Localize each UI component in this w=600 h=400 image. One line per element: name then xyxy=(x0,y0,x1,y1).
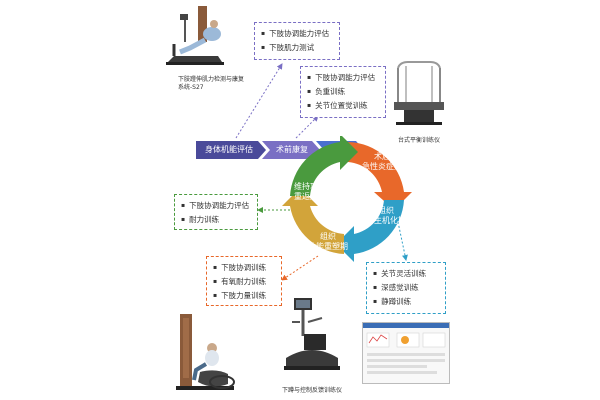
cycle-segment-remodeling xyxy=(282,188,344,254)
box1-item: 下肢协调能力评估 xyxy=(261,27,333,41)
cycle-label-remodeling: 组织 功能重塑期 xyxy=(308,232,348,251)
rehab-cycle xyxy=(282,136,412,262)
cycle-label-return: 维持功能 重返运动 xyxy=(294,182,326,201)
balance-trainer-caption: 台式平衡训练仪 xyxy=(398,137,441,144)
balance-trainer-image xyxy=(394,61,444,125)
leg-press-caption: 下肢蹬伸肌力检测与康复系统-S27 xyxy=(178,76,245,91)
box5-item: 深感觉训练 xyxy=(373,281,439,295)
cycle-segment-acute xyxy=(348,142,412,210)
box2-item: 下肢协调能力评估 xyxy=(307,71,379,85)
process-step-1-shape xyxy=(196,141,266,159)
regeneration-box: 关节灵活训练 深感觉训练 静蹲训练 xyxy=(366,262,446,314)
box5-item: 关节灵活训练 xyxy=(373,267,439,281)
process-step-2-label: 术前康复 xyxy=(276,145,308,154)
leg-press-device-image xyxy=(166,6,224,65)
software-screenshot xyxy=(362,322,450,384)
process-step-1-label: 身体机能评估 xyxy=(205,145,253,154)
cycle-label-regeneration: 组织 再生机化期 xyxy=(366,206,406,225)
box2-item: 负重训练 xyxy=(307,85,379,99)
process-step-2-shape xyxy=(262,141,320,159)
box1-item: 下肢肌力测试 xyxy=(261,41,333,55)
cycle-segment-regeneration xyxy=(336,200,404,262)
return-to-sport-box: 下肢协调能力评估 耐力训练 xyxy=(174,194,258,230)
assessment-box-1: 下肢协调能力评估 下肢肌力测试 xyxy=(254,22,340,60)
box4-item: 下肢力量训练 xyxy=(213,289,275,303)
cycle-label-acute: 术后 急性炎症期 xyxy=(362,152,402,171)
preop-rehab-box: 下肢协调能力评估 负重训练 关节位置觉训练 xyxy=(300,66,386,118)
box4-item: 下肢协调训练 xyxy=(213,261,275,275)
box5-item: 静蹲训练 xyxy=(373,295,439,309)
box4-item: 有氧耐力训练 xyxy=(213,275,275,289)
squat-trainer-image xyxy=(284,298,340,370)
leg-trainer-image xyxy=(176,314,235,390)
box3-item: 下肢协调能力评估 xyxy=(181,199,251,213)
cycle-segment-return xyxy=(290,136,358,196)
box3-item: 耐力训练 xyxy=(181,213,251,227)
box2-item: 关节位置觉训练 xyxy=(307,99,379,113)
remodeling-box: 下肢协调训练 有氧耐力训练 下肢力量训练 xyxy=(206,256,282,306)
squat-trainer-caption: 下蹲与控制反馈训练仪 xyxy=(282,387,343,394)
